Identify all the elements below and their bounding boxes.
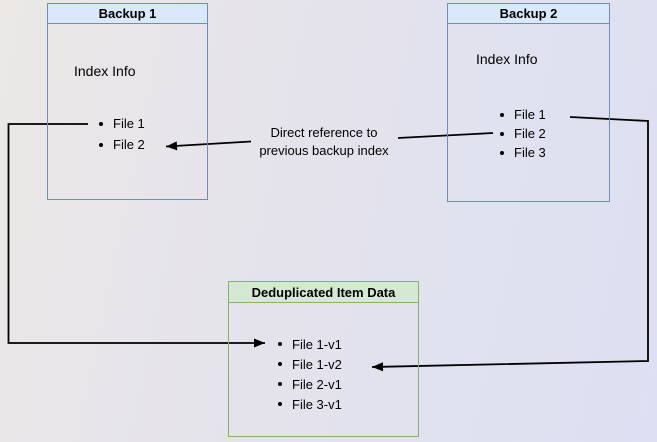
annotation-line-1: Direct reference to bbox=[270, 125, 378, 140]
dedup-header: Deduplicated Item Data bbox=[229, 282, 418, 303]
file-label: File 2 bbox=[514, 126, 546, 141]
backup2-index-info-label: Index Info bbox=[476, 51, 538, 67]
bullet-icon bbox=[500, 112, 504, 117]
backup1-title: Backup 1 bbox=[98, 6, 157, 21]
list-item: File 3 bbox=[500, 143, 546, 162]
file-label: File 1-v2 bbox=[292, 356, 342, 372]
backup2-header: Backup 2 bbox=[448, 4, 609, 24]
list-item: File 2-v1 bbox=[278, 374, 342, 394]
bullet-icon bbox=[99, 121, 103, 126]
backup1-header: Backup 1 bbox=[48, 4, 207, 24]
bullet-icon bbox=[99, 142, 103, 147]
backup2-file-list: File 1 File 2 File 3 bbox=[500, 105, 546, 162]
bullet-icon bbox=[500, 150, 504, 155]
bullet-icon bbox=[278, 382, 282, 386]
annotation-line-2: previous backup index bbox=[259, 143, 389, 158]
bullet-icon bbox=[278, 362, 282, 366]
list-item: File 1-v1 bbox=[278, 334, 342, 354]
file-label: File 1 bbox=[514, 107, 546, 122]
backup1-box: Backup 1 Index Info File 1 File 2 bbox=[47, 3, 208, 200]
file-label: File 3-v1 bbox=[292, 396, 342, 412]
bullet-icon bbox=[500, 131, 504, 136]
backup1-index-info-label: Index Info bbox=[74, 63, 136, 79]
file-label: File 1-v1 bbox=[292, 336, 342, 352]
file-label: File 2 bbox=[113, 137, 145, 152]
list-item: File 1 bbox=[500, 105, 546, 124]
list-item: File 1-v2 bbox=[278, 354, 342, 374]
bullet-icon bbox=[278, 342, 282, 346]
list-item: File 2 bbox=[500, 124, 546, 143]
backup1-file-list: File 1 File 2 bbox=[99, 113, 145, 155]
backup2-box: Backup 2 Index Info File 1 File 2 File 3 bbox=[447, 3, 610, 202]
dedup-title: Deduplicated Item Data bbox=[251, 284, 396, 300]
backup2-title: Backup 2 bbox=[499, 6, 558, 21]
bullet-icon bbox=[278, 402, 282, 406]
direct-reference-annotation: Direct reference to previous backup inde… bbox=[218, 124, 430, 160]
list-item: File 1 bbox=[99, 113, 145, 134]
file-label: File 2-v1 bbox=[292, 376, 342, 392]
deduplicated-item-data-box: Deduplicated Item Data File 1-v1 File 1-… bbox=[228, 281, 419, 437]
list-item: File 2 bbox=[99, 134, 145, 155]
file-label: File 1 bbox=[113, 116, 145, 131]
file-label: File 3 bbox=[514, 145, 546, 160]
list-item: File 3-v1 bbox=[278, 394, 342, 414]
dedup-file-list: File 1-v1 File 1-v2 File 2-v1 File 3-v1 bbox=[278, 334, 342, 414]
